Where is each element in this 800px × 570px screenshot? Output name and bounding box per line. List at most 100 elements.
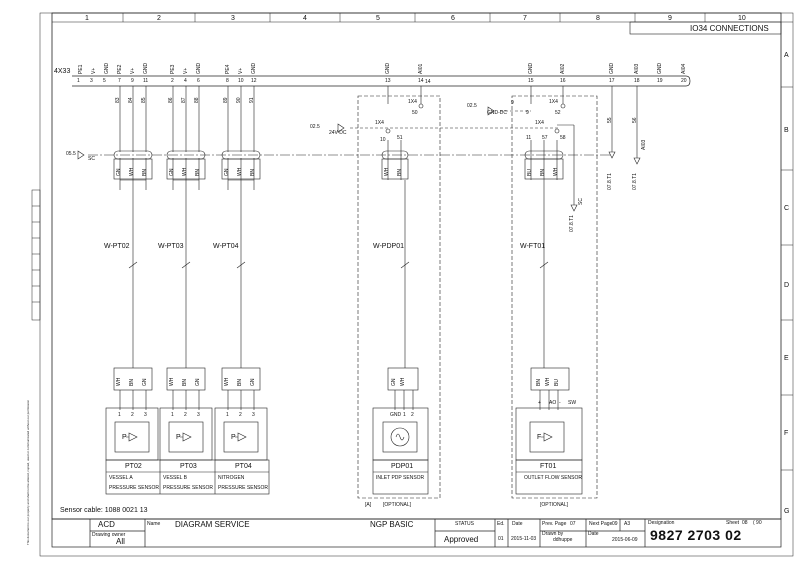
pin-number: 1 — [171, 412, 174, 418]
terminal-label: PE2 — [117, 64, 123, 74]
core-color: BN — [397, 169, 403, 176]
out-reference: 07.8.T1 — [632, 173, 638, 190]
terminal-label: PE4 — [225, 64, 231, 74]
device-description: VESSEL A — [109, 475, 133, 481]
pressure-sensor-symbol: P — [122, 434, 127, 441]
dewpoint-sensor-symbol — [395, 433, 405, 441]
device-description: PRESSURE SENSOR — [109, 485, 160, 491]
relay-label: 1X4 — [408, 99, 417, 105]
core-color: GN — [195, 378, 201, 387]
wire-number: 89 — [223, 97, 229, 103]
cable-label: W-PT03 — [158, 243, 184, 250]
drawing-name: DIAGRAM SERVICE — [175, 520, 250, 529]
terminal-label: GND — [657, 62, 663, 74]
cable-label: W-FT01 — [520, 243, 546, 250]
column-number: 4 — [303, 15, 307, 22]
row-letter: G — [784, 508, 790, 515]
column-number: 6 — [451, 15, 455, 22]
wire-number: 57 — [542, 135, 548, 141]
edition-label: Ed. — [497, 521, 505, 527]
device-description: VESSEL B — [163, 475, 187, 481]
wire-number: 56 — [632, 117, 638, 123]
relay-label: 1X4 — [549, 99, 558, 105]
core-color: BN — [250, 169, 256, 176]
amplifier-symbol — [180, 432, 192, 442]
terminal-label: GND — [251, 62, 257, 74]
project-name: NGP BASIC — [370, 520, 414, 529]
pin-number: SW — [568, 400, 577, 406]
sheet-title: IO34 CONNECTIONS — [690, 24, 769, 33]
core-color: WH — [129, 167, 135, 176]
relay-pin: 10 — [380, 137, 386, 143]
terminal-number: 1 — [77, 78, 80, 84]
terminal-label: V+ — [91, 67, 97, 74]
wire-number: 50 — [412, 110, 418, 116]
core-color: WH — [224, 377, 230, 386]
device-description: NITROGEN — [218, 475, 245, 481]
relay-pin: 9 — [511, 100, 514, 106]
core-color: WH — [400, 377, 406, 386]
terminal-number: 9 — [131, 78, 134, 84]
wire-number: 52 — [555, 110, 561, 116]
terminal-label: V+ — [130, 67, 136, 74]
optional-label: [OPTIONAL] — [383, 502, 412, 508]
schematic-text-layer — [126, 432, 553, 442]
pin-number: 2 — [239, 412, 242, 418]
pin-number: 3 — [144, 412, 147, 418]
flow-sensor-symbol: F — [537, 434, 542, 441]
terminal-number: 19 — [657, 78, 663, 84]
core-color: BN — [142, 169, 148, 176]
core-color: WH — [553, 167, 559, 176]
designation-label: Designation — [648, 520, 675, 526]
terminal-strip-name: 4X33 — [54, 68, 71, 75]
pin-number: 2 — [184, 412, 187, 418]
pin-number: 1 — [118, 412, 121, 418]
out-reference: 07.8.T1 — [569, 215, 575, 232]
terminal-number: 11 — [143, 78, 149, 84]
terminal-label: GND — [104, 62, 110, 74]
row-letter: B — [784, 127, 789, 134]
terminal-label: AI03 — [634, 63, 640, 74]
core-color: BU — [527, 169, 533, 176]
core-color: WH — [182, 167, 188, 176]
core-color: BN — [182, 379, 188, 386]
status-label: STATUS — [455, 521, 474, 527]
terminal-number: 8 — [226, 78, 229, 84]
relay-label: 1X4 — [375, 120, 384, 126]
core-color: BN — [195, 169, 201, 176]
terminal-label: GND — [609, 62, 615, 74]
terminal-label: GND — [528, 62, 534, 74]
pin-number: AO — [549, 400, 557, 406]
device-description: PRESSURE SENSOR — [218, 485, 269, 491]
wire-number: 51 — [397, 135, 403, 141]
relay-pin: 14 — [425, 79, 431, 85]
amplifier-symbol — [235, 432, 247, 442]
sensor-cable-note: Sensor cable: 1088 0021 13 — [60, 507, 148, 514]
optional-label: [OPTIONAL] — [540, 502, 569, 508]
core-color: GN — [250, 378, 256, 387]
wire-number: 55 — [607, 117, 613, 123]
amplifier-symbol — [126, 432, 138, 442]
drawing-number: 9827 2703 02 — [650, 527, 742, 543]
sheet-frame — [51, 12, 782, 520]
core-color: WH — [116, 377, 122, 386]
wire-number: 88 — [194, 97, 200, 103]
core-color: GN — [142, 378, 148, 387]
terminal-label: GND — [385, 62, 391, 74]
cable-label: W-PT02 — [104, 243, 130, 250]
row-letter: F — [784, 430, 789, 437]
drawn-by-label: Drawn by — [542, 531, 564, 537]
core-color: GN — [391, 378, 397, 387]
terminal-number: 10 — [238, 78, 244, 84]
core-color: GN — [169, 168, 175, 177]
pressure-sensor-symbol: P — [231, 434, 236, 441]
sc-reference: 05.5 — [66, 151, 76, 157]
option-reference: [A] — [365, 502, 372, 508]
date2-value: 2015-06-09 — [612, 537, 638, 543]
core-color: WH — [169, 377, 175, 386]
pin-number: 1 — [226, 412, 229, 418]
device-tag: FT01 — [540, 463, 557, 470]
prev-page-label: Prev. Page — [542, 521, 567, 527]
row-letter: C — [784, 205, 790, 212]
column-number: 9 — [668, 15, 672, 22]
